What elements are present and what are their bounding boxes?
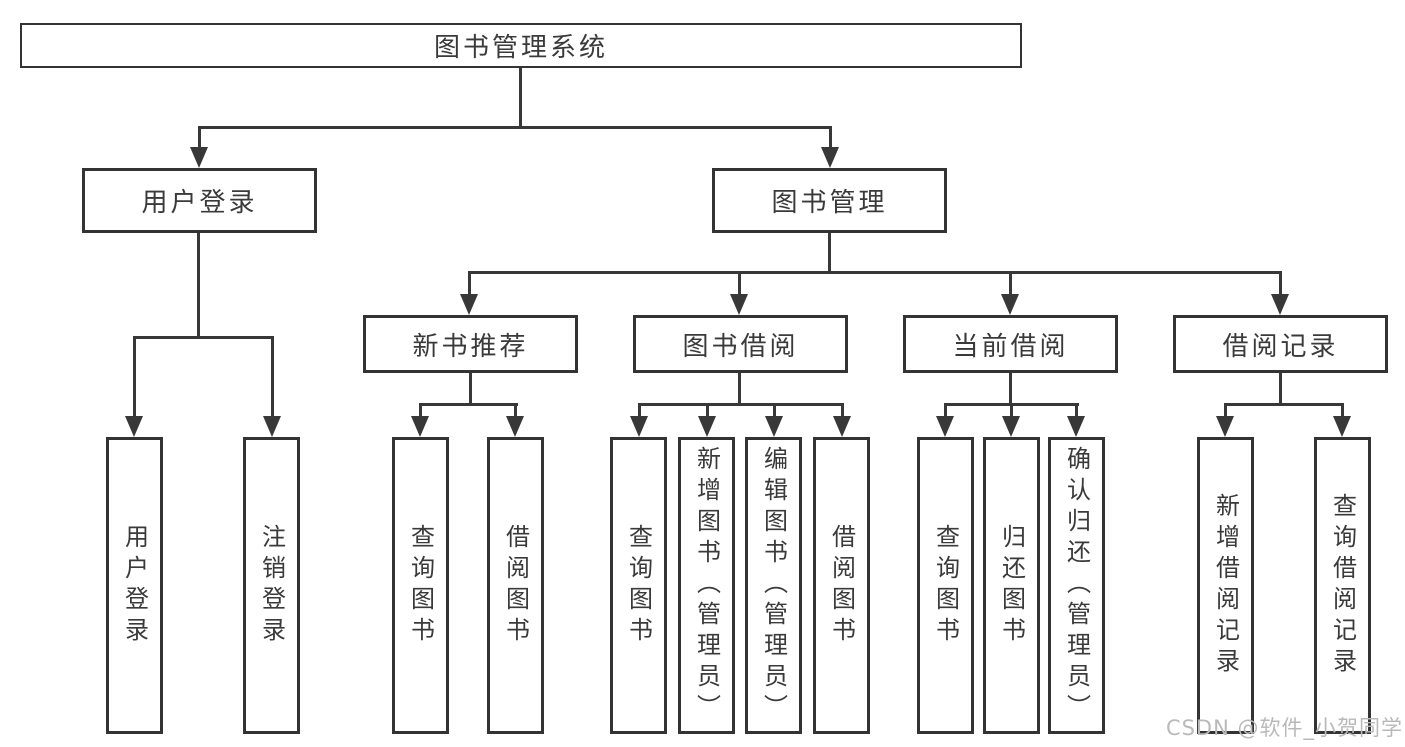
node-logout: 注销登录 — [243, 437, 300, 734]
connector-line — [1341, 403, 1344, 416]
arrow-down-icon — [263, 416, 281, 437]
node-user-login: 用户登录 — [82, 168, 317, 233]
arrow-down-icon — [1001, 294, 1019, 315]
arrow-down-icon — [190, 147, 208, 168]
node-borrow-book-recommend: 借阅图书 — [487, 437, 544, 734]
arrow-down-icon — [765, 416, 783, 437]
leaf-label: 编辑图书（管理员） — [759, 446, 788, 725]
node-user-login-action: 用户登录 — [106, 437, 163, 734]
leaf-label: 查询借阅记录 — [1328, 492, 1357, 679]
node-book-management: 图书管理 — [712, 168, 947, 233]
arrow-down-icon — [936, 416, 954, 437]
leaf-label: 归还图书 — [997, 523, 1026, 648]
leaf-label: 注销登录 — [257, 523, 286, 648]
leaf-label: 查询图书 — [624, 523, 653, 648]
connector-line — [706, 403, 709, 416]
leaf-label: 借阅图书 — [827, 523, 856, 648]
arrow-down-icon — [1002, 416, 1020, 437]
node-book-borrowing: 图书借阅 — [633, 315, 848, 373]
connector-line — [419, 403, 518, 406]
connector-line — [1224, 403, 1344, 406]
connector-line — [469, 373, 472, 404]
connector-line — [773, 403, 776, 416]
node-return-book: 归还图书 — [983, 437, 1040, 734]
node-query-book-recommend: 查询图书 — [392, 437, 449, 734]
connector-line — [468, 271, 1282, 274]
arrow-down-icon — [125, 416, 143, 437]
leaf-label: 确认归还（管理员） — [1062, 446, 1091, 725]
node-edit-book-admin: 编辑图书（管理员） — [745, 437, 802, 734]
connector-line — [1279, 373, 1282, 404]
connector-line — [738, 271, 741, 295]
connector-line — [1010, 403, 1013, 416]
connector-line — [1279, 271, 1282, 295]
arrow-down-icon — [833, 416, 851, 437]
node-current-borrowing: 当前借阅 — [903, 315, 1118, 373]
connector-line — [1009, 373, 1012, 404]
connector-line — [828, 233, 831, 274]
connector-line — [197, 233, 200, 337]
connector-line — [1009, 271, 1012, 295]
connector-line — [738, 373, 741, 404]
node-borrow-book: 借阅图书 — [813, 437, 870, 734]
node-new-book-recommend: 新书推荐 — [363, 315, 578, 373]
leaf-label: 查询图书 — [406, 523, 435, 648]
arrow-down-icon — [506, 416, 524, 437]
node-query-book-current: 查询图书 — [917, 437, 974, 734]
arrow-down-icon — [1216, 416, 1234, 437]
node-library-system: 图书管理系统 — [20, 23, 1022, 68]
csdn-watermark: CSDN @软件_小贺同学 — [1165, 716, 1403, 740]
connector-line — [133, 336, 274, 339]
leaf-label: 用户登录 — [120, 523, 149, 648]
connector-line — [841, 403, 844, 416]
node-confirm-return-admin: 确认归还（管理员） — [1048, 437, 1105, 734]
connector-line — [133, 336, 136, 416]
connector-line — [198, 126, 832, 129]
arrow-down-icon — [730, 294, 748, 315]
arrow-down-icon — [1271, 294, 1289, 315]
connector-line — [829, 126, 832, 150]
arrow-down-icon — [698, 416, 716, 437]
arrow-down-icon — [411, 416, 429, 437]
connector-line — [271, 336, 274, 416]
arrow-down-icon — [1333, 416, 1351, 437]
node-borrowing-records: 借阅记录 — [1173, 315, 1388, 373]
connector-line — [419, 403, 422, 416]
connector-line — [638, 403, 844, 406]
arrow-down-icon — [460, 294, 478, 315]
arrow-down-icon — [821, 147, 839, 168]
connector-line — [1075, 403, 1078, 416]
leaf-label: 新增借阅记录 — [1211, 492, 1240, 679]
connector-line — [198, 126, 201, 150]
leaf-label: 查询图书 — [931, 523, 960, 648]
arrow-down-icon — [1067, 416, 1085, 437]
connector-line — [944, 403, 947, 416]
connector-line — [1224, 403, 1227, 416]
arrow-down-icon — [630, 416, 648, 437]
leaf-label: 借阅图书 — [501, 523, 530, 648]
connector-line — [514, 403, 517, 416]
node-add-book-admin: 新增图书（管理员） — [678, 437, 735, 734]
node-add-borrow-record: 新增借阅记录 — [1197, 437, 1254, 734]
connector-line — [468, 271, 471, 295]
node-query-book-borrow: 查询图书 — [610, 437, 667, 734]
connector-line — [519, 68, 522, 127]
connector-line — [638, 403, 641, 416]
node-query-borrow-record: 查询借阅记录 — [1314, 437, 1371, 734]
leaf-label: 新增图书（管理员） — [692, 446, 721, 725]
